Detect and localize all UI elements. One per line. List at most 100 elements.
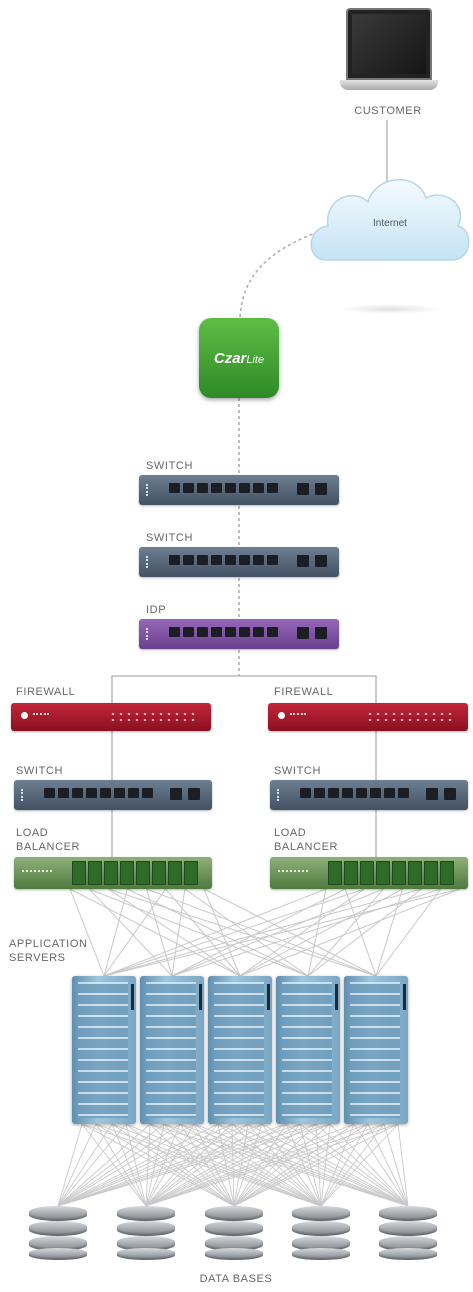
mesh-link [111,1123,322,1207]
app-server-1 [72,976,136,1124]
mesh-link [57,1123,127,1207]
mesh-link [315,1123,409,1207]
mesh-link [315,1123,322,1207]
mesh-link [165,888,241,977]
mesh-link [145,1123,165,1207]
database-3 [205,1206,263,1264]
mesh-link [329,1123,409,1207]
core-branch-split [111,675,377,704]
database-disk [205,1221,263,1236]
mesh-link [261,1123,409,1207]
lb-server-mesh [69,888,461,977]
mesh-link [233,1123,385,1207]
mesh-link [57,1123,181,1207]
database-disk [29,1221,87,1236]
mesh-link [81,1123,322,1207]
database-disk [379,1248,437,1260]
mesh-link [285,1123,322,1207]
database-disk [205,1236,263,1251]
mesh-link [57,1123,263,1207]
mesh-link [233,1123,301,1207]
app-server-5 [344,976,408,1124]
database-disk [205,1248,263,1260]
czarlite-appliance: CzarLite [199,318,279,398]
mesh-link [145,1123,369,1207]
mesh-link [145,1123,249,1207]
internet-label: Internet [373,218,407,229]
mesh-link [57,1123,113,1207]
app-server-2 [140,976,204,1124]
mesh-link [353,1123,409,1207]
mesh-link [81,1123,147,1207]
mesh-link [57,1123,287,1207]
mesh-link [193,1123,322,1207]
mesh-link [233,1123,369,1207]
mesh-link [320,1123,399,1207]
database-disk [117,1221,175,1236]
mesh-link [320,1123,355,1207]
mesh-link [57,1123,249,1207]
mesh-link [145,1123,233,1207]
mesh-link [233,1123,355,1207]
database-5 [379,1206,437,1264]
mesh-link [217,1123,409,1207]
mesh-link [239,888,365,977]
mesh-link [125,1123,147,1207]
mesh-link [231,1123,409,1207]
mesh-link [397,1123,409,1207]
mesh-link [108,888,241,977]
mesh-link [231,1123,235,1207]
mesh-link [320,1123,331,1207]
database-disk [292,1248,350,1260]
mesh-link [193,1123,409,1207]
mesh-link [103,888,461,977]
mesh-link [307,888,327,977]
mesh-link [179,1123,409,1207]
mesh-link [171,888,384,977]
left-switch [14,780,212,810]
mesh-link [57,1123,151,1207]
mesh-link [95,1123,147,1207]
mesh-link [146,888,173,977]
mesh-link [127,888,309,977]
internet-cloud: Internet [308,168,472,276]
mesh-link [145,1123,181,1207]
database-disk [29,1206,87,1221]
mesh-link [103,888,167,977]
mesh-link [145,1123,219,1207]
mesh-link [233,1123,331,1207]
databases-label: DATA BASES [199,1273,273,1285]
internet-czarlite-link [239,231,319,319]
mesh-link [163,1123,235,1207]
database-2 [117,1206,175,1264]
mesh-link [239,888,403,977]
mesh-link [145,1123,355,1207]
mesh-link [320,1123,385,1207]
mesh-link [103,888,128,977]
idp-label: IDP [146,604,167,616]
mesh-link [88,888,173,977]
right-firewall [268,703,468,731]
mesh-link [233,1123,263,1207]
core-switch-2 [139,547,339,577]
mesh-link [171,888,442,977]
mesh-link [125,1123,322,1207]
left-load-balancer [14,857,212,889]
mesh-link [103,888,365,977]
app-servers-label: APPLICATION SERVERS [9,938,88,965]
left-firewall [11,703,211,731]
customer-label: CUSTOMER [354,105,422,117]
mesh-link [193,1123,235,1207]
cloud-icon [310,179,470,261]
mesh-link [367,1123,409,1207]
mesh-link [163,1123,322,1207]
czarlite-brand: Czar [213,349,247,367]
mesh-link [145,1123,151,1207]
mesh-link [57,1123,97,1207]
app-server-3 [208,976,272,1124]
mesh-link [145,1123,399,1207]
mesh-link [233,1123,249,1207]
mesh-link [320,1123,369,1207]
mesh-link [103,888,422,977]
mesh-link [233,1123,317,1207]
